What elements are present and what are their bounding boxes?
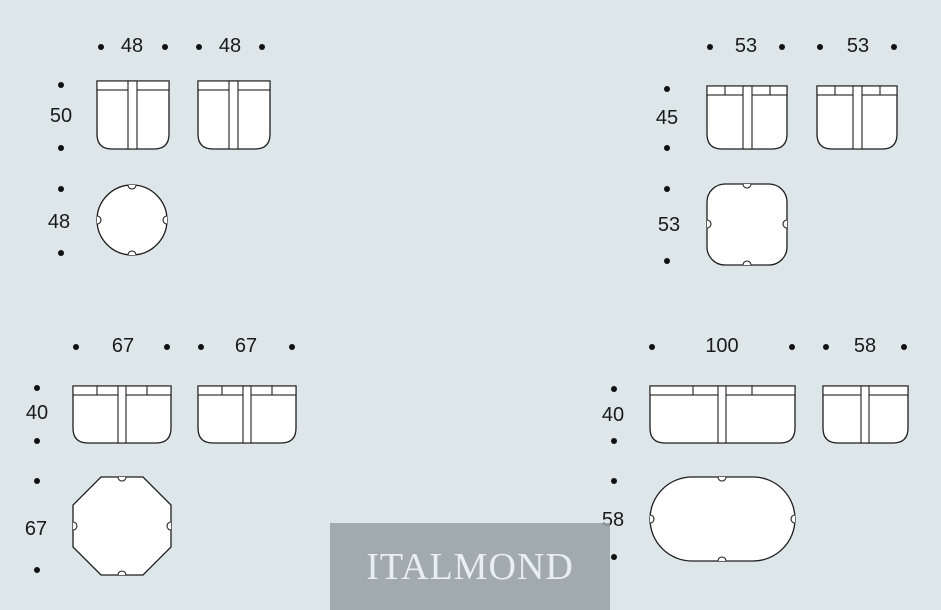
seat-top-view — [72, 385, 172, 444]
watermark-text: ITALMOND — [366, 545, 574, 588]
depth-dimension: 45 — [656, 86, 678, 151]
table-dimension: 67 — [25, 478, 47, 573]
dimension-label: 53 — [658, 214, 680, 236]
dimension-label: 50 — [50, 105, 72, 127]
quadrant-bottom-left: 67 67 40 67 — [25, 335, 297, 576]
width-dimension-2: 53 — [817, 35, 897, 57]
quadrant-top-left: 48 48 50 48 — [48, 35, 271, 256]
dimension-label: 48 — [219, 35, 241, 57]
quadrant-bottom-right: 100 58 40 58 — [602, 335, 909, 562]
italmond-watermark: ITALMOND — [330, 523, 610, 610]
seat-top-view — [96, 80, 170, 150]
octagon-table-top-view — [72, 476, 172, 576]
dimension-label: 48 — [48, 211, 70, 233]
square-table-top-view — [706, 183, 788, 266]
seat-top-view — [197, 80, 271, 150]
depth-dimension: 50 — [50, 82, 72, 151]
dimension-label: 48 — [121, 35, 143, 57]
width-dimension-2: 58 — [823, 335, 907, 357]
dimension-label: 53 — [847, 35, 869, 57]
dimension-label: 40 — [26, 402, 48, 424]
width-dimension-1: 100 — [649, 335, 795, 357]
seat-top-view — [197, 385, 297, 444]
dimension-label: 67 — [25, 518, 47, 540]
table-dimension: 48 — [48, 186, 70, 256]
seat-top-view — [822, 385, 909, 444]
dimension-label: 100 — [705, 335, 738, 357]
oval-table-top-view — [649, 476, 796, 562]
dimension-label: 67 — [235, 335, 257, 357]
width-dimension-1: 53 — [707, 35, 785, 57]
dimension-label: 53 — [735, 35, 757, 57]
dimension-label: 67 — [112, 335, 134, 357]
dimension-label: 40 — [602, 404, 624, 426]
table-dimension: 53 — [658, 186, 680, 264]
seat-top-view — [816, 85, 898, 150]
seat-top-view — [706, 85, 788, 150]
width-dimension-1: 48 — [98, 35, 168, 57]
dimension-label: 45 — [656, 107, 678, 129]
width-dimension-2: 48 — [196, 35, 265, 57]
width-dimension-2: 67 — [198, 335, 295, 357]
round-table-top-view — [96, 184, 168, 256]
bench-top-view — [649, 385, 796, 444]
depth-dimension: 40 — [26, 385, 48, 444]
depth-dimension: 40 — [602, 386, 624, 444]
dimension-label: 58 — [854, 335, 876, 357]
quadrant-top-right: 53 53 45 53 — [656, 35, 898, 266]
width-dimension-1: 67 — [73, 335, 170, 357]
